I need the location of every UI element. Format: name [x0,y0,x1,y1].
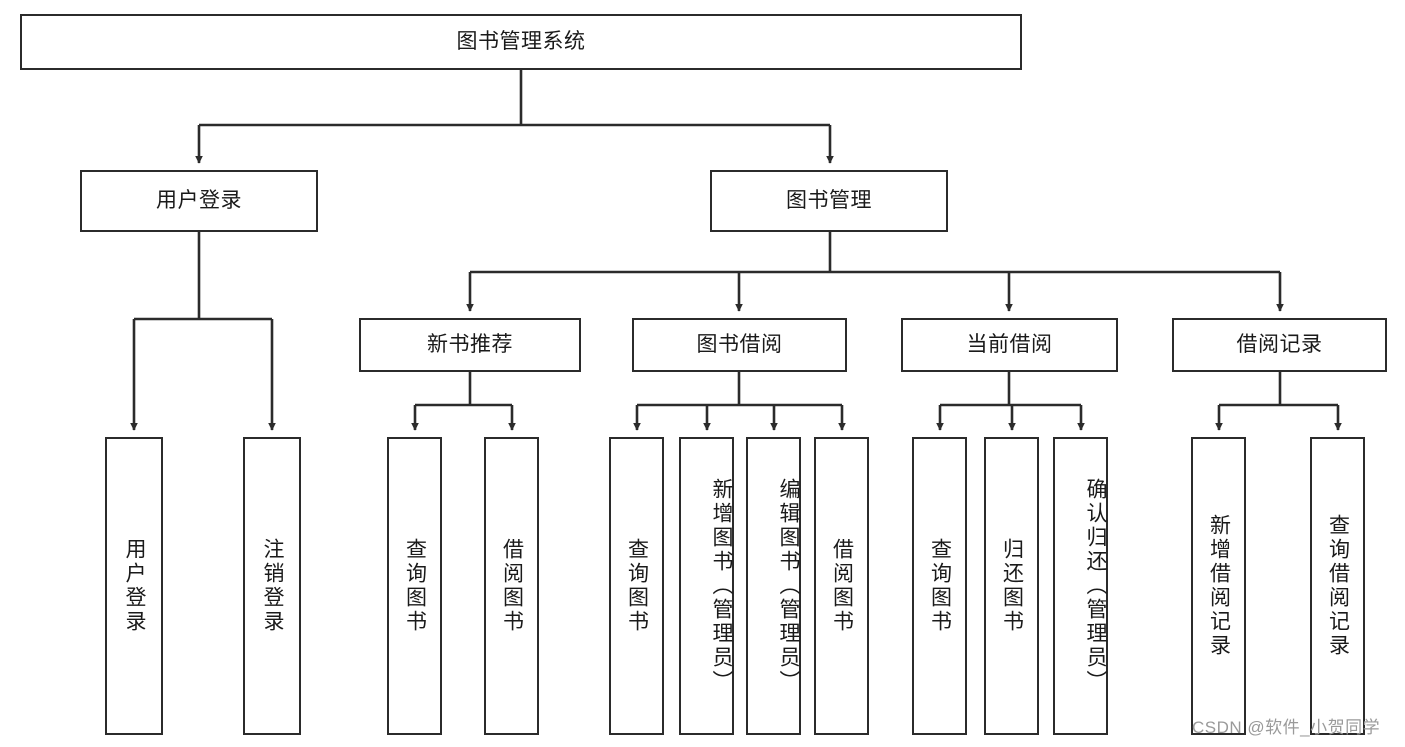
node-label: 新增图书（管理员） [710,478,733,694]
node-borrow-record[interactable]: 借阅记录 [1172,318,1387,372]
node-label: 新书推荐 [427,332,513,356]
node-user-login[interactable]: 用户登录 [80,170,318,232]
node-new-book-recommend[interactable]: 新书推荐 [359,318,581,372]
node-leaf-user-login[interactable]: 用户登录 [105,437,163,735]
node-label: 查询图书 [403,538,427,634]
node-label: 新增借阅记录 [1207,514,1231,658]
node-label: 归还图书 [1000,538,1024,634]
node-leaf-query-book-1[interactable]: 查询图书 [387,437,442,735]
node-label: 借阅图书 [500,538,524,634]
node-leaf-query-borrow-record[interactable]: 查询借阅记录 [1310,437,1365,735]
connector-lines [130,70,1342,431]
node-label: 查询图书 [625,538,649,634]
node-label: 图书借阅 [696,332,783,356]
node-leaf-query-book-3[interactable]: 查询图书 [912,437,967,735]
node-current-borrow[interactable]: 当前借阅 [901,318,1118,372]
node-root[interactable]: 图书管理系统 [20,14,1022,70]
node-label: 查询借阅记录 [1326,514,1350,658]
watermark: CSDN @软件_小贺同学 [1192,718,1381,737]
node-label: 用户登录 [123,538,147,634]
node-leaf-return-book[interactable]: 归还图书 [984,437,1039,735]
node-leaf-logout[interactable]: 注销登录 [243,437,301,735]
node-label: 用户登录 [156,188,242,212]
node-label: 注销登录 [261,538,285,634]
node-leaf-edit-book-admin[interactable]: 编辑图书（管理员） [746,437,801,735]
node-leaf-add-book-admin[interactable]: 新增图书（管理员） [679,437,734,735]
node-label: 当前借阅 [966,332,1053,356]
node-label: 确认归还（管理员） [1084,478,1107,694]
node-label: 图书管理系统 [456,29,586,53]
node-leaf-add-borrow-record[interactable]: 新增借阅记录 [1191,437,1246,735]
node-label: 图书管理 [786,188,872,212]
node-leaf-query-book-2[interactable]: 查询图书 [609,437,664,735]
node-label: 编辑图书（管理员） [777,478,800,694]
node-leaf-confirm-return-admin[interactable]: 确认归还（管理员） [1053,437,1108,735]
node-label: 借阅记录 [1236,332,1323,356]
node-leaf-borrow-book-1[interactable]: 借阅图书 [484,437,539,735]
node-label: 查询图书 [928,538,952,634]
node-label: 借阅图书 [830,538,854,634]
node-book-management[interactable]: 图书管理 [710,170,948,232]
node-leaf-borrow-book-2[interactable]: 借阅图书 [814,437,869,735]
node-book-borrow[interactable]: 图书借阅 [632,318,847,372]
